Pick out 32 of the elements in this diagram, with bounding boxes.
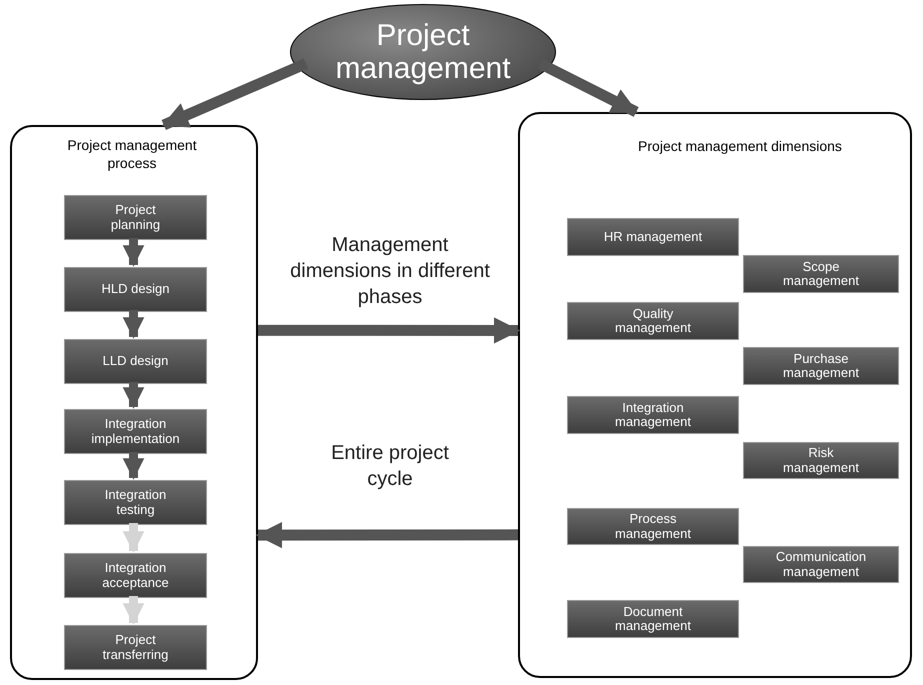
process-box: Communication management bbox=[743, 546, 899, 583]
process-box: HR management bbox=[567, 218, 739, 256]
process-box: Risk management bbox=[743, 442, 899, 479]
process-box: HLD design bbox=[64, 267, 207, 312]
process-box: Integration acceptance bbox=[64, 553, 207, 598]
process-box: Integration implementation bbox=[64, 409, 207, 454]
panel bbox=[10, 125, 258, 680]
arrow bbox=[162, 58, 308, 130]
arrow bbox=[122, 452, 144, 480]
process-box: Document management bbox=[567, 600, 739, 638]
arrow bbox=[122, 523, 144, 553]
arrow bbox=[122, 238, 144, 267]
process-box: Integration management bbox=[567, 396, 739, 434]
process-box: Project transferring bbox=[64, 625, 207, 670]
arrow bbox=[256, 522, 518, 548]
process-box: Process management bbox=[567, 508, 739, 545]
process-box: Purchase management bbox=[743, 347, 899, 385]
process-box: Integration testing bbox=[64, 480, 207, 525]
panel bbox=[518, 112, 912, 678]
panel-heading: Project management process bbox=[66, 137, 198, 172]
process-box: Scope management bbox=[743, 255, 899, 293]
arrow bbox=[122, 596, 144, 625]
title-ellipse: Project management bbox=[290, 4, 556, 100]
process-box: LLD design bbox=[64, 339, 207, 384]
edge-label: Management dimensions in different phases bbox=[290, 233, 490, 310]
arrow bbox=[122, 310, 144, 339]
process-box: Project planning bbox=[64, 195, 207, 240]
arrow bbox=[122, 382, 144, 409]
process-box: Quality management bbox=[567, 302, 739, 340]
edge-label: Entire project cycle bbox=[330, 441, 450, 492]
arrow bbox=[258, 317, 520, 344]
panel-heading: Project management dimensions bbox=[637, 138, 843, 156]
